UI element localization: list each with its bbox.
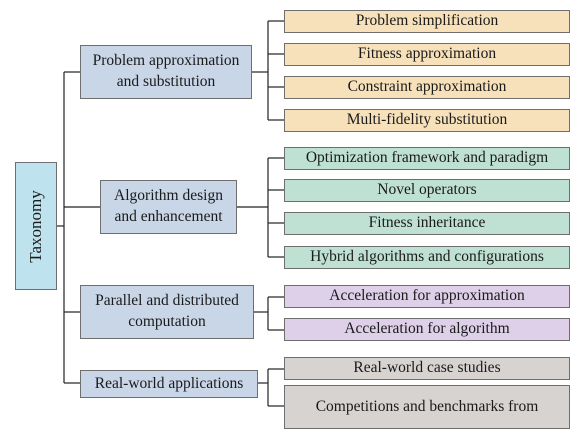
leaf-optimization-framework: Optimization framework and paradigm [284,147,570,170]
leaf-label: Optimization framework and paradigm [305,149,549,167]
category-problem-approximation: Problem approximation and substitution [80,45,252,99]
category-algorithm-design: Algorithm design and enhancement [100,180,237,234]
leaf-fitness-inheritance: Fitness inheritance [284,212,570,235]
leaf-label: Acceleration for algorithm [344,320,510,338]
leaf-label: Acceleration for approximation [329,287,525,305]
leaf-competitions-benchmarks: Competitions and benchmarks from [284,385,570,429]
leaf-label: Real-world case studies [353,359,501,377]
category-label: Problem approximation and substitution [92,52,240,90]
leaf-label: Competitions and benchmarks from [315,397,539,415]
category-real-world: Real-world applications [80,370,258,398]
category-label: Real-world applications [94,374,244,392]
leaf-acceleration-algorithm: Acceleration for algorithm [284,318,570,341]
leaf-problem-simplification: Problem simplification [284,10,570,33]
category-parallel-distributed: Parallel and distributed computation [80,285,254,339]
leaf-acceleration-approximation: Acceleration for approximation [284,285,570,308]
category-label: Parallel and distributed computation [95,292,239,330]
root-node-taxonomy: Taxonomy [15,162,57,290]
leaf-label: Fitness inheritance [368,214,486,232]
leaf-label: Novel operators [377,181,477,199]
leaf-label: Constraint approximation [347,78,507,96]
leaf-label: Problem simplification [355,12,499,30]
leaf-label: Fitness approximation [357,45,497,63]
leaf-fitness-approximation: Fitness approximation [284,43,570,66]
leaf-multi-fidelity-substitution: Multi-fidelity substitution [284,109,570,132]
category-label: Algorithm design and enhancement [114,187,223,225]
leaf-constraint-approximation: Constraint approximation [284,76,570,99]
root-label: Taxonomy [25,189,45,263]
leaf-label: Hybrid algorithms and configurations [310,248,544,266]
leaf-real-world-case-studies: Real-world case studies [284,357,570,380]
leaf-novel-operators: Novel operators [284,179,570,202]
leaf-hybrid-algorithms: Hybrid algorithms and configurations [284,246,570,269]
leaf-label: Multi-fidelity substitution [346,111,508,129]
